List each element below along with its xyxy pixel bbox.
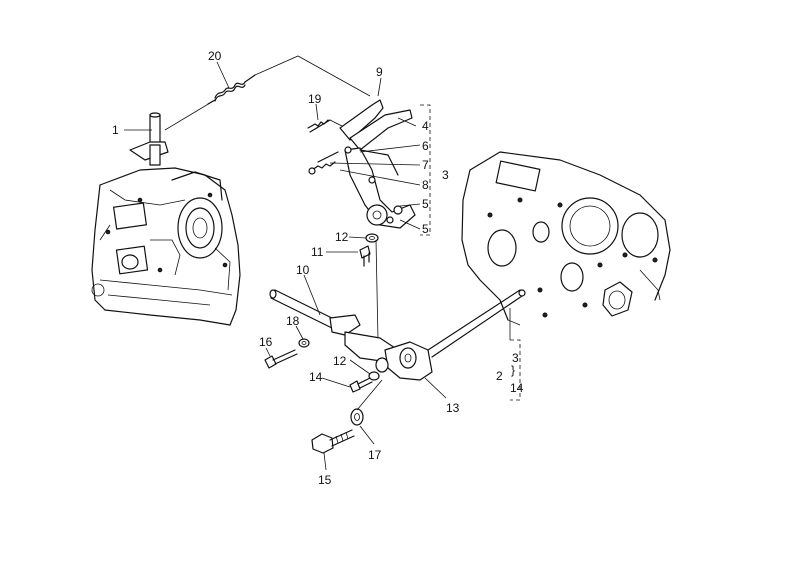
callout-12a: 12 — [335, 230, 349, 244]
callout-15: 15 — [318, 473, 332, 487]
callout-1: 1 — [112, 123, 119, 137]
callout-2: 2 — [496, 369, 503, 383]
callout-13: 13 — [446, 401, 460, 415]
callout-9: 9 — [376, 65, 383, 79]
callout-10: 10 — [296, 263, 310, 277]
part-10-rod — [269, 289, 361, 336]
part-12-14-lower — [349, 371, 380, 393]
callout-6: 6 — [422, 139, 429, 153]
part-19-screw — [307, 119, 343, 133]
callout-7: 7 — [422, 158, 429, 172]
group-2-item-3: 3 — [512, 351, 519, 365]
part-1-lever — [129, 112, 169, 166]
callout-17: 17 — [368, 448, 382, 462]
callout-19: 19 — [308, 92, 322, 106]
pins-6-7-8 — [308, 146, 352, 175]
callout-5a: 5 — [422, 197, 429, 211]
callout-12b: 12 — [333, 354, 347, 368]
governor-lever-assembly — [339, 99, 416, 229]
part-20-spring — [207, 74, 256, 105]
part-15-bolt — [311, 429, 355, 454]
part-17-washer — [350, 408, 364, 426]
group-2-brace: } — [511, 363, 515, 377]
callout-20: 20 — [208, 49, 222, 63]
engine-block-left — [91, 167, 241, 326]
part-18-washer — [298, 338, 310, 348]
leader-lines — [124, 61, 447, 471]
callout-16: 16 — [259, 335, 273, 349]
callout-5b: 5 — [422, 222, 429, 236]
engine-block-right — [461, 151, 671, 326]
part-13-bracket — [344, 289, 526, 381]
callout-11: 11 — [311, 245, 324, 259]
group-2-item-14: 14 — [510, 381, 524, 395]
callout-3: 3 — [442, 168, 449, 182]
callout-8: 8 — [422, 178, 429, 192]
part-11-12-upper — [359, 233, 379, 267]
callout-18: 18 — [286, 314, 300, 328]
callouts: 1 20 9 19 4 6 7 3 8 5 5 12 11 10 18 16 1… — [112, 49, 524, 487]
callout-4: 4 — [422, 119, 429, 133]
callout-14: 14 — [309, 370, 323, 384]
part-16-bolt — [264, 349, 298, 369]
